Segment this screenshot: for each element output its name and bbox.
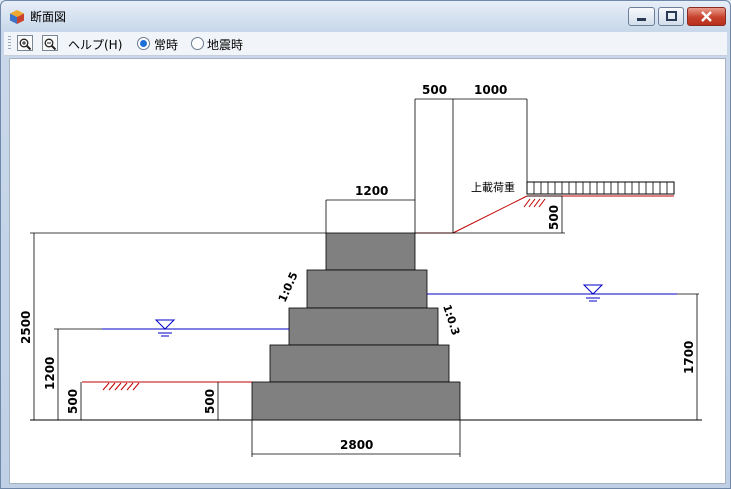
dim-label-ground-left: 500 (66, 389, 80, 414)
mode-radio-seismic[interactable] (191, 37, 204, 50)
surcharge-load-box (526, 181, 675, 195)
maximize-button[interactable] (658, 7, 684, 26)
zoom-out-icon (44, 38, 57, 51)
dimension-lines-top (30, 98, 699, 457)
zoom-out-button[interactable] (42, 35, 58, 51)
toolbar: ヘルプ(H) 常時 地震時 (4, 32, 727, 56)
dim-label-total-height: 2500 (19, 311, 33, 344)
slope-label-right: 1:0.3 (440, 303, 462, 337)
cross-section-drawing: 上載荷重 (19, 83, 702, 457)
block-wall (251, 232, 461, 421)
help-menu[interactable]: ヘルプ(H) (68, 38, 123, 52)
dim-label-surcharge: 500 (547, 205, 561, 230)
block-tier-3 (288, 307, 439, 346)
dim-label-top-left: 500 (422, 83, 447, 97)
ground-hatch-left (102, 382, 140, 391)
surcharge-load-hatch (533, 182, 668, 194)
toolbar-grip[interactable] (8, 36, 11, 51)
zoom-in-button[interactable] (17, 35, 33, 51)
block-tier-1 (325, 232, 416, 271)
title-bar[interactable]: 断面図 (1, 1, 730, 31)
backfill-slope-line (452, 195, 528, 234)
block-tier-4 (269, 344, 450, 383)
ground-hatch-right (523, 198, 546, 208)
close-button[interactable] (687, 7, 726, 26)
dim-label-base: 2800 (340, 438, 373, 452)
dim-label-crest: 1200 (355, 184, 388, 198)
slope-label-left: 1:0.5 (276, 270, 301, 304)
minimize-button[interactable] (628, 7, 655, 26)
block-tier-5 (251, 381, 461, 421)
water-symbol-right (582, 284, 604, 302)
dim-label-water-right: 1700 (682, 341, 696, 374)
dim-label-top-right: 1000 (474, 83, 507, 97)
mode-radio-normal[interactable] (137, 37, 150, 50)
dim-label-ground-right: 500 (203, 389, 217, 414)
zoom-in-icon (19, 38, 32, 51)
close-icon (701, 11, 712, 22)
cross-section-canvas[interactable]: 上載荷重 (9, 58, 726, 484)
app-cube-icon (10, 10, 24, 24)
load-label: 上載荷重 (471, 180, 515, 194)
mode-label-normal[interactable]: 常時 (154, 38, 179, 52)
window-title: 断面図 (30, 10, 67, 24)
water-symbol-left (154, 319, 176, 337)
minimize-icon (637, 18, 646, 21)
mode-label-seismic[interactable]: 地震時 (207, 38, 244, 52)
dim-label-water-left: 1200 (43, 357, 57, 390)
maximize-icon (666, 11, 677, 21)
block-tier-2 (306, 269, 428, 309)
